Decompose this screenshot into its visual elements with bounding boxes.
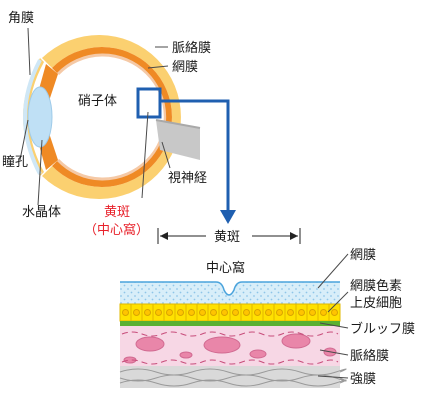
rpe-cell-nucleus [298,309,305,316]
macula-width-indicator [157,228,301,244]
label-vitreous: 硝子体 [78,94,117,109]
macula-highlight-box [136,87,162,119]
retina-layers [119,281,347,388]
label-cornea: 角膜 [8,11,34,26]
label-choroid: 脈絡膜 [172,40,211,56]
layer-label-sclera: 強膜 [350,372,376,387]
label-lens: 水晶体 [22,205,61,220]
rpe-cell-nucleus [254,309,261,316]
layer-label-rpe-1: 網膜色素 [350,278,402,294]
rpe-cell-nucleus [309,309,316,316]
rpe-cell-nucleus [122,309,129,316]
rpe-cell-nucleus [133,309,140,316]
rpe-cell-nucleus [276,309,283,316]
layer-label-rpe-2: 上皮細胞 [350,296,402,311]
cornea-inner [23,59,42,175]
rpe-cell-nucleus [210,309,217,316]
choroid-shape [52,46,172,187]
rpe-cell-nucleus [287,309,294,316]
rpe-cell-nucleus [144,309,151,316]
detail-macula-label: 黄斑 [214,230,240,245]
label-pupil: 瞳孔 [2,155,28,170]
rpe-cell-nucleus [320,309,327,316]
rpe-cell-nucleus [188,309,195,316]
label-retina: 網膜 [172,60,198,75]
lens-shape [27,86,53,148]
rpe-cell-nucleus [166,309,173,316]
label-fovea-paren: （中心窩） [84,222,149,238]
rpe-cell-nucleus [155,309,162,316]
detail-fovea-label: 中心窩 [206,260,245,276]
layer-bruch [120,321,340,326]
rpe-cell-nucleus [221,309,228,316]
retina-shape [56,53,167,181]
vitreous-shape [60,57,164,177]
zoom-arrow [160,99,236,224]
eyeball-group [23,34,201,199]
label-macula: 黄斑 [104,205,130,220]
rpe-cells [119,303,341,322]
label-optic-nerve: 視神経 [168,171,207,186]
rpe-cell-nucleus [232,309,239,316]
optic-nerve-shape [156,120,200,160]
eye-leader-lines [19,27,171,206]
layer-label-bruch: ブルッフ膜 [350,321,415,337]
choroid-vessels [121,331,339,365]
detail-leader-lines [317,253,349,379]
layer-label-retina: 網膜 [350,248,376,263]
sclera-shape [42,34,181,199]
rpe-cell-nucleus [199,309,206,316]
rpe-cell-nucleus [265,309,272,316]
layer-label-choroid: 脈絡膜 [350,348,389,364]
rpe-cell-nucleus [331,309,338,316]
rpe-cell-nucleus [243,309,250,316]
rpe-cell-nucleus [177,309,184,316]
